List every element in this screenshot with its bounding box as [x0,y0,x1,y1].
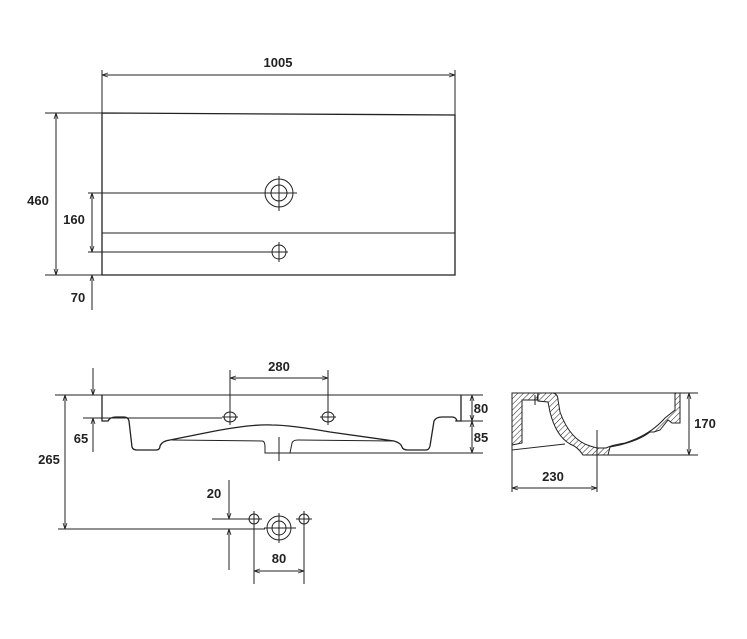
rear-wall-section [511,392,539,446]
basin-outline-top [101,112,456,276]
drain-distance-dimension: 230 [542,469,564,484]
side-section: 170 230 [511,392,716,492]
width-dimension: 1005 [264,55,293,70]
drain-detail: 20 80 [207,480,312,584]
section-height-dimension: 170 [694,416,716,431]
fixing-hole-right-icon [296,511,312,527]
drain-hole-icon [88,176,297,211]
basin-outline-front [101,395,462,451]
bowl-wall-section [537,392,681,456]
vertical-offset-dimension: 20 [207,486,221,501]
depth-dimension: 460 [27,193,49,208]
edge-offset-dimension: 70 [71,290,85,305]
tap-spacing-dimension: 280 [268,359,290,374]
bowl-depth-dimension: 85 [474,430,488,445]
top-view: 1005 460 160 70 [27,55,456,310]
ledge-height-dimension: 80 [474,401,488,416]
hole-height-dimension: 65 [74,431,88,446]
overflow-hole-icon [88,242,288,262]
front-view: 280 80 85 65 265 [38,359,488,530]
hole-spacing-dimension: 80 [272,551,286,566]
hole-offset-dimension: 160 [63,212,85,227]
waste-hole-icon [264,513,296,543]
total-height-dimension: 265 [38,452,60,467]
